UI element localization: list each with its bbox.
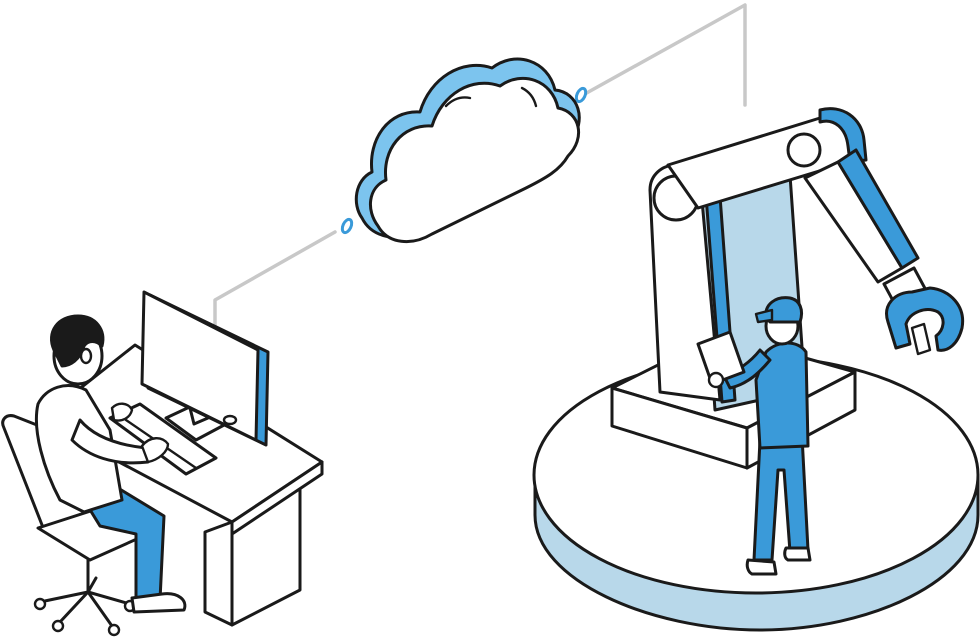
chair-base [33, 576, 137, 637]
desk-top-edge [230, 460, 324, 536]
mouse [222, 414, 238, 426]
field-technician-icon [696, 296, 812, 576]
desk-to-cloud-wire [213, 230, 337, 327]
cloud-to-robot-wire [581, 3, 747, 107]
cloud-face [369, 76, 580, 244]
robot-gripper-jaw [910, 322, 932, 356]
worker-torso [34, 384, 124, 514]
connector-node-left [340, 217, 354, 235]
technician-cap-brim [754, 308, 774, 324]
technician-hand [707, 371, 725, 389]
worker-hand [140, 437, 170, 464]
technician-cap [764, 296, 804, 324]
cloud-icon [354, 57, 581, 244]
monitor-icon [140, 290, 270, 447]
desk-front-panel [203, 520, 234, 627]
office-chair [1, 414, 150, 637]
robot-forearm-blue [836, 148, 920, 270]
technician-clipboard [696, 330, 746, 386]
worker-hand-2 [110, 402, 134, 422]
technician-shoe-right [783, 546, 812, 562]
technician-torso [754, 341, 810, 450]
network-connectors [213, 3, 747, 327]
office-worker-icon [34, 314, 187, 614]
worker-ear [79, 347, 93, 365]
robot-gripper [885, 286, 965, 352]
worker-hair [50, 314, 105, 368]
cloud-inner-curve [444, 86, 538, 108]
robot-elbow-joint [786, 132, 822, 168]
connector-node-right [574, 86, 588, 104]
worker-shoe [130, 592, 187, 614]
technician-shoe-left [745, 558, 778, 576]
monitor-screen [140, 290, 260, 442]
